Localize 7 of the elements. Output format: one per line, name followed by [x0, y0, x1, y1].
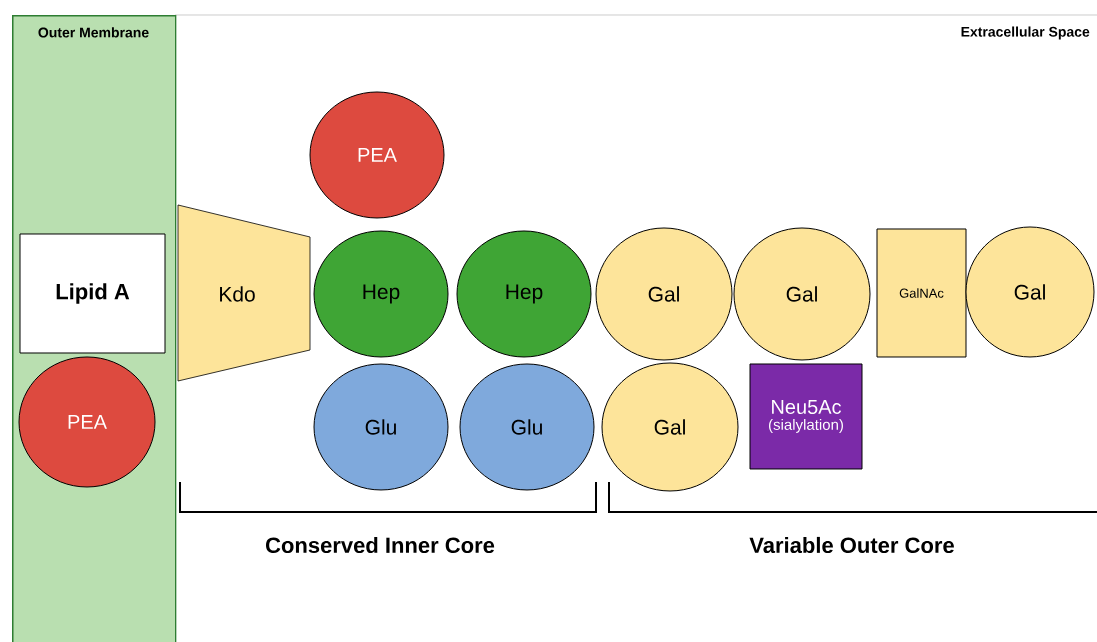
region-label: Extracellular Space [961, 26, 1090, 40]
sugar-box: Neu5Ac (sialylation) [749, 363, 863, 470]
bracket-label: Conserved Inner Core [266, 536, 495, 554]
trapezoid: Kdo [177, 204, 311, 382]
bracket-label: Variable Outer Core [749, 536, 954, 554]
lipid-box: Lipid A [19, 233, 166, 354]
sugar-box: GalNAc [876, 228, 967, 358]
